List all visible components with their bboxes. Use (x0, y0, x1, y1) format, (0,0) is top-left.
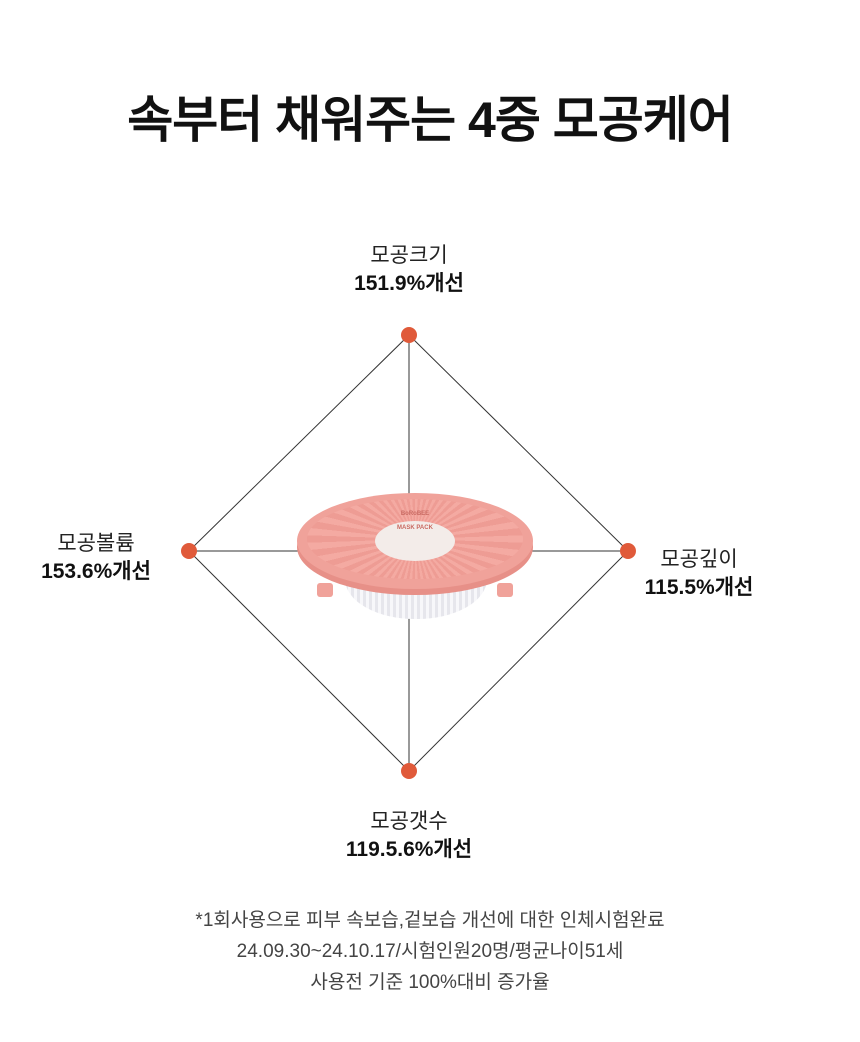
metric-value: 119.5.6%개선 (345, 838, 473, 861)
metric-name: 모공볼륨 (57, 532, 135, 555)
product-name: MASK PACK (397, 525, 433, 531)
metric-pore-depth: 모공깊이 115.5%개선 (589, 546, 809, 602)
metric-pore-volume: 모공볼륨 153.6%개선 (0, 530, 206, 586)
product-clip-right (497, 583, 513, 597)
dot-bottom (401, 763, 417, 779)
metric-value: 153.6%개선 (41, 560, 151, 583)
product-label (375, 521, 455, 561)
dot-top (401, 327, 417, 343)
metric-name: 모공갯수 (370, 810, 448, 833)
metric-pore-size: 모공크기 151.9%개선 (299, 242, 519, 298)
product-clip-left (317, 583, 333, 597)
metric-name: 모공깊이 (660, 548, 738, 571)
page-title: 속부터 채워주는 4중 모공케어 (127, 92, 733, 148)
metric-value: 151.9%개선 (354, 272, 464, 295)
footnote-line: 24.09.30~24.10.17/시험인원20명/평균나이51세 (236, 941, 624, 962)
metric-value: 115.5%개선 (644, 576, 754, 599)
footnote-line: *1회사용으로 피부 속보습,겉보습 개선에 대한 인체시험완료 (195, 910, 665, 931)
product-brand: BoRoBEE (400, 511, 430, 517)
dot-right (620, 543, 636, 559)
product-image: BoRoBEE MASK PACK (297, 493, 533, 627)
metric-pore-count: 모공갯수 119.5.6%개선 (299, 808, 519, 864)
footnote: *1회사용으로 피부 속보습,겉보습 개선에 대한 인체시험완료 24.09.3… (0, 905, 860, 998)
metric-name: 모공크기 (370, 244, 448, 267)
dot-left (181, 543, 197, 559)
product-lid: BoRoBEE MASK PACK (297, 493, 533, 589)
footnote-line: 사용전 기준 100%대비 증가율 (310, 972, 550, 993)
